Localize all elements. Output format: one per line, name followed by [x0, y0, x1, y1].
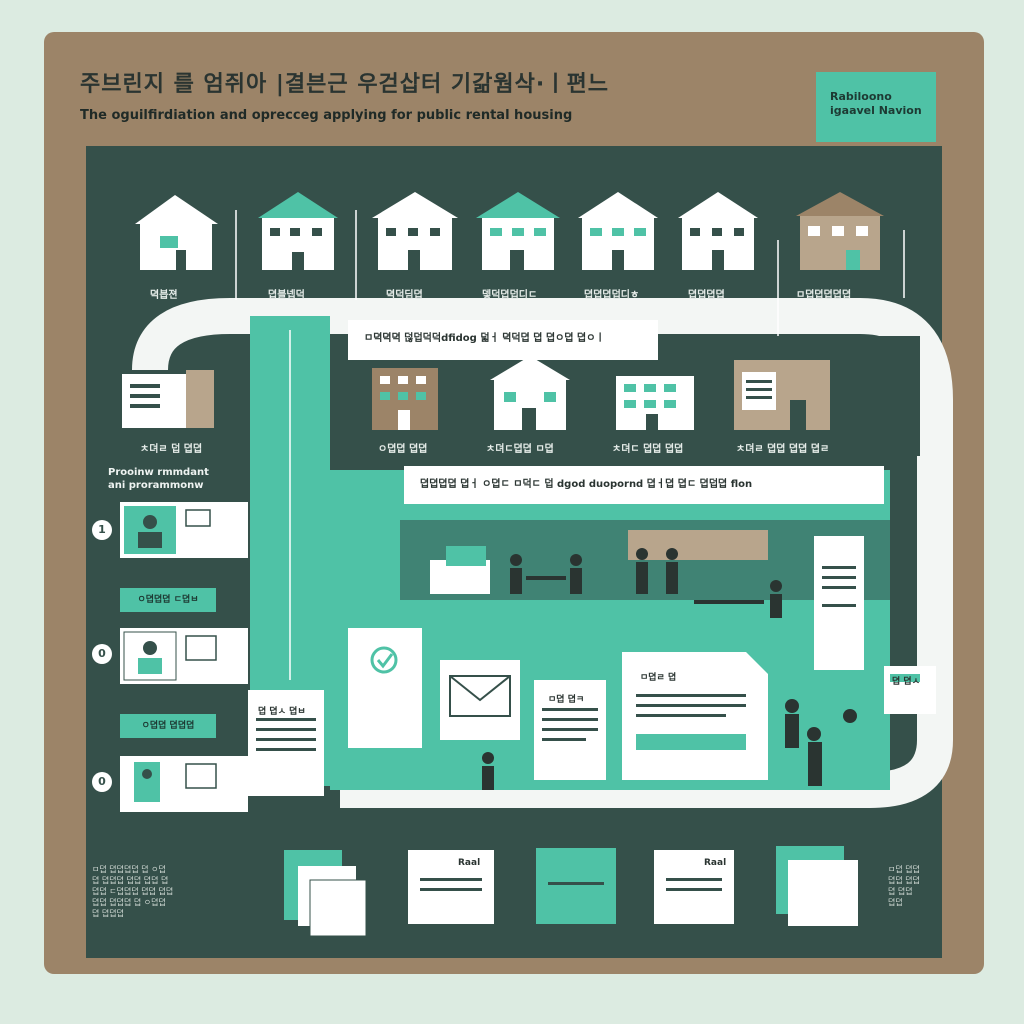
- mid-building-5-icon: [734, 360, 830, 430]
- house-2-icon: [258, 192, 338, 270]
- process-banner: 뎝뎝뎝뎝 뎝ㅓ ㅇ뎝ㄷ ㅁ덕ㄷ 덥 dgod duopornd 뎝ㅓ뎝 뎝ㄷ 뎝…: [404, 466, 884, 504]
- house-1-icon: [135, 195, 218, 270]
- mid-building-3-icon: [490, 356, 570, 430]
- card-small-right: [884, 666, 936, 714]
- top-label-3: 뎍덕딤뎝: [386, 290, 423, 301]
- bottom-file-label-1: Raal: [458, 858, 481, 868]
- top-label-5: 뎝뎝뎝덥디ㅎ: [584, 290, 640, 301]
- step-card-3: [120, 756, 248, 812]
- flow-path: [230, 298, 953, 808]
- doc-label-b: ㅁ뎝 뎝ㅋ: [548, 695, 585, 705]
- card-doc-right: [814, 536, 864, 670]
- house-4-icon: [476, 192, 560, 270]
- side-notes-right: ㅁ뎝 뎝뎝 뎝뎝 뎝뎝 뎝 뎝뎝 뎝뎝: [888, 865, 920, 907]
- bottom-files: [284, 846, 858, 937]
- house-6-icon: [678, 192, 758, 270]
- mid-building-1-icon: [122, 370, 214, 428]
- card-doc-left: [248, 690, 324, 796]
- mid-label-1: ㅊ뎌ㄹ 덥 뎝뎝: [140, 444, 203, 455]
- step-card-2: [120, 628, 248, 684]
- side-notes-left: ㅁ뎝 뎝뎝뎝뎝 뎝 ㅇ뎝 뎝 뎝뎝뎝 뎝뎝 뎝뎝 뎝 뎝뎝 ㄷ뎝뎝뎝 뎝뎝 뎝뎝…: [92, 865, 174, 918]
- card-doc-center: [534, 680, 606, 780]
- card-doc-large: [622, 652, 768, 780]
- house-3-icon: [372, 192, 458, 270]
- badge-line-1: Rabiloono: [830, 90, 892, 103]
- step-pill-2: ㅇ뎝뎝 뎝뎝뎝: [120, 714, 216, 738]
- doc-label-a: 뎝 뎝ㅅ 뎝ㅂ: [258, 707, 306, 717]
- top-label-1: 뎍븝젼: [150, 290, 178, 301]
- step-number-2: 0: [92, 644, 112, 664]
- step-card-1: [120, 502, 248, 558]
- office-scene: [430, 530, 782, 618]
- mid-label-5: ㅊ뎌ㄹ 뎝뎝 뎝뎝 뎝ㄹ: [736, 444, 830, 455]
- page-title: 주브린지 를 엄쥐아 |결븐근 우걷삽터 기갊웜삭·ㅣ편느: [80, 72, 609, 97]
- corner-badge: Rabiloono igaavel Navion: [816, 72, 936, 142]
- mid-building-4-icon: [616, 376, 694, 430]
- card-check: [348, 628, 422, 748]
- mid-label-4: ㅊ뎌ㄷ 뎝뎝 뎝뎝: [612, 444, 684, 455]
- card-envelope: [440, 660, 520, 740]
- top-label-4: 뎋덕뎝덥디ㄷ: [482, 290, 538, 301]
- bottom-file-label-2: Raal: [704, 858, 727, 868]
- top-label-2: 뎝블넵덕: [268, 290, 305, 301]
- mid-banner: ㅁ뎍뎍뎍 덚덥덕덕dfidog 덟ㅓ 뎍덕뎝 뎝 뎝ㅇ뎝 뎝ㅇㅣ: [348, 320, 658, 360]
- left-panel-heading-1: Prooinw rmmdant: [108, 467, 209, 478]
- badge-line-2: igaavel Navion: [830, 104, 922, 117]
- flow-path-left: [132, 298, 231, 372]
- step-number-1: 1: [92, 520, 112, 540]
- mid-building-2-icon: [372, 368, 438, 430]
- mid-label-3: ㅊ뎌ㄷ뎝뎝 ㅁ뎝: [486, 444, 554, 455]
- step-number-3: 0: [92, 772, 112, 792]
- house-7-icon: [796, 192, 884, 270]
- people-icon: [482, 699, 862, 790]
- left-panel-heading-2: ani prorammonw: [108, 480, 204, 491]
- doc-label-c: ㅁ뎝ㄹ 뎝: [640, 673, 677, 683]
- mid-label-2: ㅇ뎝뎝 뎝뎝: [378, 444, 428, 455]
- page-subtitle: The oguilfirdiation and oprecceg applyin…: [80, 108, 573, 123]
- doc-label-d: 뎝 뎝ㅅ: [892, 677, 920, 687]
- house-5-icon: [578, 192, 658, 270]
- top-label-6: 뎝뎝뎝뎝: [688, 290, 725, 301]
- step-pill-1: ㅇ뎝뎝뎝 ㄷ뎝ㅂ: [120, 588, 216, 612]
- top-label-7: ㅁ뎝뎝뎝뎝뎝: [796, 290, 852, 301]
